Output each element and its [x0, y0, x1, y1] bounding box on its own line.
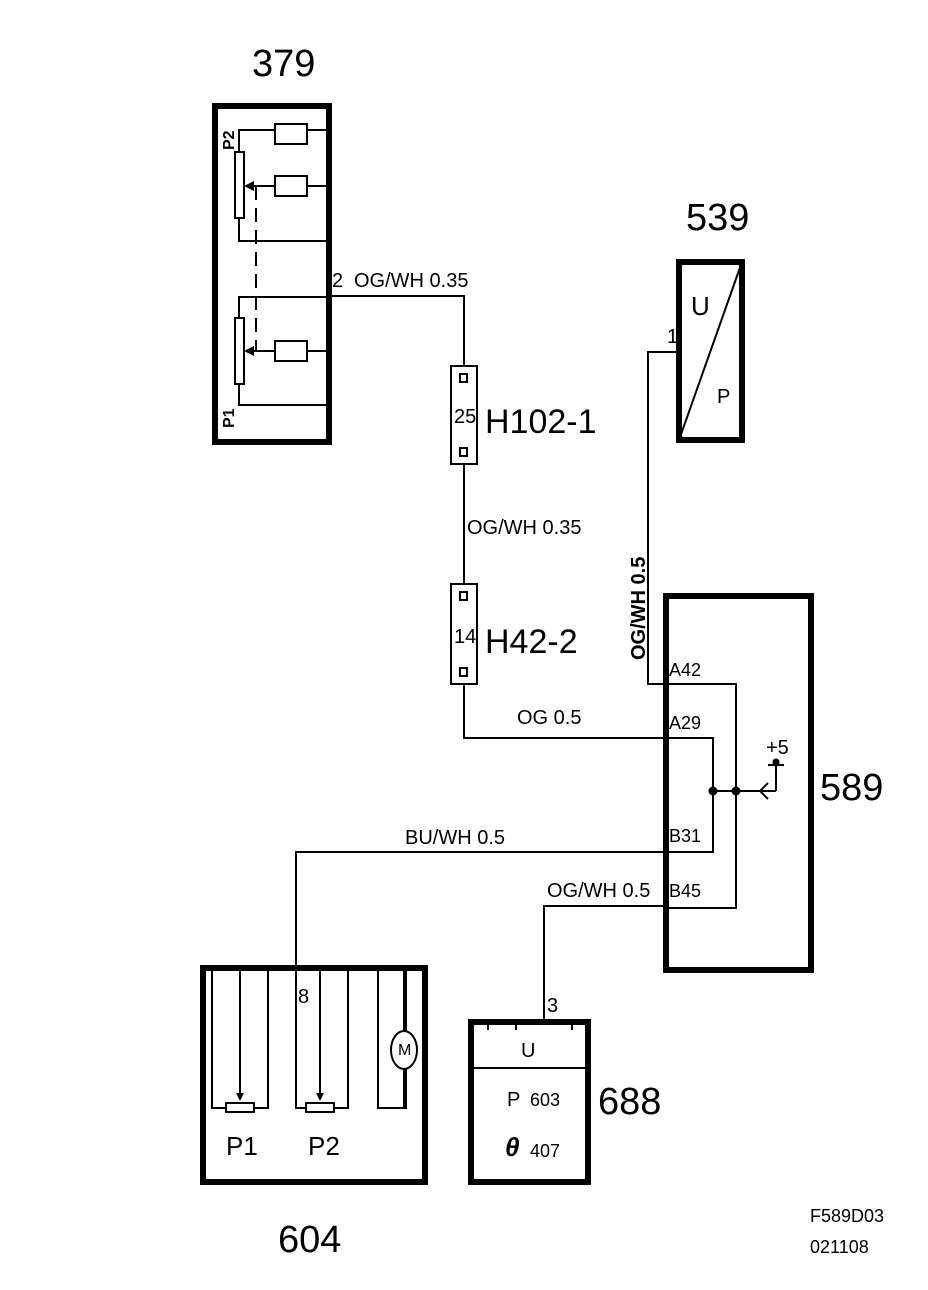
supply-label: +5	[766, 737, 789, 759]
resistor	[274, 175, 308, 197]
potentiometer-p2	[234, 151, 245, 219]
component-539-number: 539	[686, 197, 749, 239]
junction-dot	[731, 786, 741, 796]
wire-label: OG 0.5	[517, 707, 581, 729]
potentiometer-p2	[305, 1102, 335, 1113]
component-604-number: 604	[278, 1219, 341, 1261]
wire-label: OG/WH 0.35	[354, 270, 468, 292]
component-379: 379 P2 P1	[212, 43, 332, 445]
reference-date: 021108	[810, 1237, 869, 1257]
wire-h102-h42: OG/WH 0.35	[463, 464, 581, 584]
potentiometer-p1	[225, 1102, 255, 1113]
connector-h102-1-name: H102-1	[485, 403, 597, 441]
wiper-arrow-icon	[316, 1093, 324, 1101]
component-604-motor: M	[398, 1042, 411, 1059]
junction-dot	[708, 786, 718, 796]
potentiometer-p1	[234, 317, 245, 385]
wire-pin-3: 3	[547, 995, 558, 1017]
wire-label: OG/WH 0.5	[628, 557, 650, 660]
component-379-number: 379	[252, 43, 315, 85]
component-589-number: 589	[820, 767, 883, 809]
connector-h42-2: 14 H42-2	[450, 583, 578, 685]
wire-379-h102: 2 OG/WH 0.35	[329, 270, 468, 366]
wiper-arrow-icon	[244, 181, 254, 191]
connector-h102-1-pin: 25	[454, 406, 476, 428]
component-604-p2: P2	[308, 1131, 340, 1161]
component-604-box	[200, 965, 428, 1185]
wire-label: OG/WH 0.5	[547, 880, 650, 902]
wire-h42-589: OG 0.5	[463, 684, 666, 739]
component-539: 539 U P	[676, 197, 749, 443]
pin-a42: A42	[669, 660, 701, 680]
resistor	[274, 123, 308, 145]
wire-688-589: OG/WH 0.5 3	[543, 880, 666, 1022]
component-688-p-value: 603	[530, 1090, 560, 1110]
motor-icon	[390, 1030, 418, 1070]
component-688-theta-value: 407	[530, 1141, 560, 1161]
pin-b45: B45	[669, 881, 701, 901]
component-688-p: P	[507, 1089, 520, 1111]
wire-539-589: 1 OG/WH 0.5	[628, 326, 679, 685]
reference-block: F589D03 021108	[810, 1206, 884, 1257]
connector-h42-2-pin: 14	[454, 626, 476, 648]
wiper-arrow-icon	[244, 346, 254, 356]
component-539-u: U	[691, 291, 710, 321]
wire-604-589: BU/WH 0.5 8	[295, 827, 666, 1008]
component-688: U P 603 θ 407 688	[468, 1019, 661, 1185]
component-688-number: 688	[598, 1081, 661, 1123]
component-589: 589 A42 A29 B31 B45 +5	[663, 593, 883, 973]
component-688-u: U	[521, 1040, 535, 1062]
pin-a29: A29	[669, 713, 701, 733]
component-539-p: P	[717, 386, 730, 408]
component-589-box	[663, 593, 814, 973]
connector-h42-2-name: H42-2	[485, 623, 578, 661]
supply-arrow-icon	[758, 782, 769, 800]
component-604: 604 P1 P2 M	[200, 965, 428, 1261]
wire-label: BU/WH 0.5	[405, 827, 505, 849]
wire-pin-2: 2	[332, 270, 343, 292]
wire-pin-1: 1	[667, 326, 678, 348]
pin-b31: B31	[669, 826, 701, 846]
component-379-box	[212, 103, 332, 445]
wire-label: OG/WH 0.35	[467, 517, 581, 539]
resistor	[274, 340, 308, 362]
wire-pin-8: 8	[298, 986, 309, 1008]
pin-label-p2: P2	[221, 130, 238, 150]
pin-label-p1: P1	[221, 408, 238, 428]
connector-h102-1: 25 H102-1	[450, 365, 597, 465]
wiper-arrow-icon	[236, 1093, 244, 1101]
theta-icon: θ	[505, 1132, 520, 1162]
component-688-box	[468, 1019, 591, 1185]
reference-code: F589D03	[810, 1206, 884, 1226]
component-604-p1: P1	[226, 1131, 258, 1161]
